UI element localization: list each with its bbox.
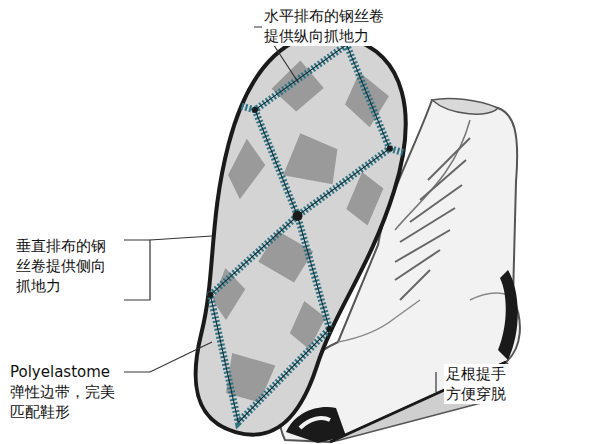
callout-label: Polyelastome 弹性边带，完美 匹配鞋形 [8, 362, 124, 422]
callout-label: 足根提手 方便穿脱 [444, 364, 516, 404]
callout-label: 水平排布的钢丝卷 提供纵向抓地力 [262, 6, 398, 46]
leader-lines [124, 27, 436, 392]
sole-with-cleats [153, 14, 432, 444]
callout-label: 垂直排布的钢 丝卷提供侧向 抓地力 [14, 236, 118, 296]
